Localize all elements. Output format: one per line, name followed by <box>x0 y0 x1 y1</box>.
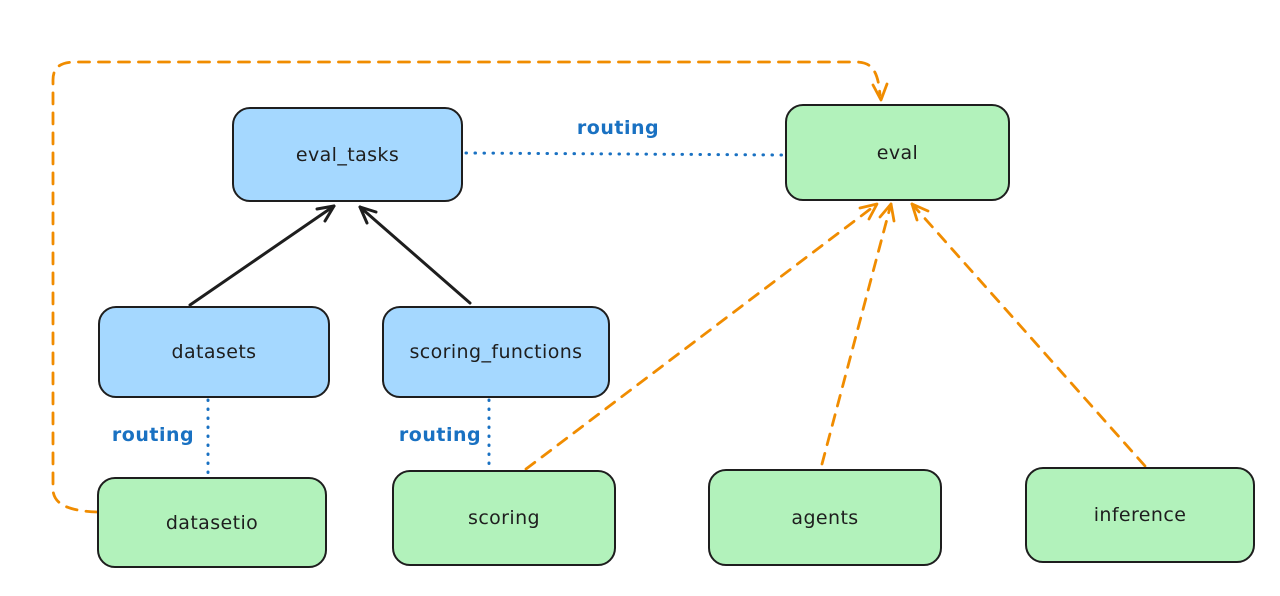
edge-label-routing-datasets-datasetio: routing <box>111 424 195 446</box>
node-scoring-functions: scoring_functions <box>382 306 610 398</box>
node-eval-tasks-label: eval_tasks <box>295 143 400 166</box>
edge-scoring-functions-to-eval-tasks <box>358 205 472 305</box>
edge-datasets-to-eval-tasks-arrowhead <box>315 204 336 223</box>
node-datasets: datasets <box>98 306 330 398</box>
node-scoring: scoring <box>392 470 616 566</box>
edge-agents-to-eval-arrowhead <box>878 202 896 223</box>
node-scoring-functions-label: scoring_functions <box>409 341 583 363</box>
node-agents-label: agents <box>791 506 859 529</box>
node-scoring-label: scoring <box>468 507 540 529</box>
node-inference-label: inference <box>1093 504 1187 526</box>
edge-scoring-functions-to-eval-tasks-line <box>358 205 472 305</box>
node-eval-label: eval <box>876 141 919 164</box>
node-eval-tasks: eval_tasks <box>232 107 463 202</box>
node-agents: agents <box>708 469 942 566</box>
edge-inference-to-eval <box>910 202 1147 468</box>
node-datasetio-label: datasetio <box>165 511 259 534</box>
node-datasetio: datasetio <box>97 477 327 568</box>
edge-datasetio-to-eval-arrowhead <box>871 82 889 102</box>
edge-agents-to-eval <box>820 202 896 466</box>
node-inference: inference <box>1025 467 1255 563</box>
edge-eval-tasks-to-eval-routing-line <box>464 151 784 157</box>
edge-inference-to-eval-line <box>910 202 1147 468</box>
edge-scoring-to-eval-arrowhead <box>858 202 879 221</box>
node-datasets-label: datasets <box>171 341 257 363</box>
edge-datasets-to-eval-tasks-line <box>188 204 336 307</box>
edge-label-routing-scoring-functions-scoring: routing <box>398 424 482 446</box>
edge-agents-to-eval-line <box>820 202 893 466</box>
edge-label-routing-eval-tasks-eval: routing <box>576 117 660 139</box>
edge-scoring-functions-to-eval-tasks-arrowhead <box>358 205 378 225</box>
edge-inference-to-eval-arrowhead <box>910 202 930 222</box>
node-eval: eval <box>785 104 1010 201</box>
edge-datasets-to-eval-tasks <box>188 204 336 307</box>
